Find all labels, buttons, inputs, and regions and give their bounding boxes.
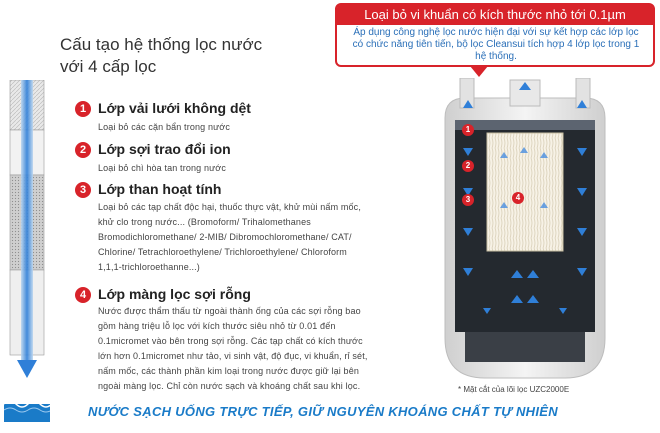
flow-arrow xyxy=(511,270,523,278)
layer-1-number-badge: 1 xyxy=(75,101,91,117)
page-headline: Cấu tạo hệ thống lọc nước với 4 cấp lọc xyxy=(60,34,340,78)
layer-3-desc-line: Bromodichloromethane/ 2-MIB/ Dibromochlo… xyxy=(98,232,352,242)
cartridge-marker-1: 1 xyxy=(462,124,474,136)
layer-3-number-badge: 3 xyxy=(75,182,91,198)
layer-4-desc-line: Nước được thẩm thấu từ ngoài thành ống c… xyxy=(98,306,361,316)
ion-fiber-band xyxy=(455,120,595,130)
footer-slogan: NƯỚC SẠCH UỐNG TRỰC TIẾP, GIỮ NGUYÊN KHO… xyxy=(88,404,558,419)
layer-4-desc-line: lớn hơn 0.1micromet như tảo, vi sinh vật… xyxy=(98,351,368,361)
flow-arrow xyxy=(463,228,473,236)
flow-arrow xyxy=(540,202,548,208)
layer-3-desc-line: 1,1,1-trichloroethanne...) xyxy=(98,262,200,272)
layer-3-description: Loại bỏ các tạp chất độc hại, thuốc thực… xyxy=(98,200,448,275)
layer-3-desc-line: Loại bỏ các tạp chất độc hại, thuốc thực… xyxy=(98,202,361,212)
layer-3-desc-line: khử clo trong nước... (Bromoform/ Trihal… xyxy=(98,217,311,227)
callout-title: Loại bỏ vi khuẩn có kích thước nhỏ tới 0… xyxy=(337,5,653,25)
layer-3-desc-line: Chlorine/ Tetrachloroethylene/ Trichloro… xyxy=(98,247,347,257)
layer-3-title: Lớp than hoạt tính xyxy=(98,181,222,197)
layer-2-title: Lớp sợi trao đổi ion xyxy=(98,141,231,157)
water-wave-icon xyxy=(4,400,50,422)
flow-arrow xyxy=(577,268,587,276)
cartridge-marker-2: 2 xyxy=(462,160,474,172)
headline-line-1: Cấu tạo hệ thống lọc nước xyxy=(60,35,263,54)
layer-4-title: Lớp màng lọc sợi rỗng xyxy=(98,286,251,302)
flow-arrow xyxy=(463,100,473,108)
layer-1-title: Lớp vải lưới không dệt xyxy=(98,100,251,116)
layer-2-description: Loại bỏ chì hòa tan trong nước xyxy=(98,161,226,176)
cartridge-cross-section xyxy=(444,78,606,379)
callout-body: Áp dụng công nghệ lọc nước hiện đại với … xyxy=(352,27,640,62)
flow-arrow xyxy=(463,268,473,276)
flow-arrow xyxy=(511,295,523,303)
flow-arrow xyxy=(577,100,587,108)
core-flow-arrows xyxy=(500,147,548,208)
layer-4-description: Nước được thẩm thấu từ ngoài thành ống c… xyxy=(98,304,448,394)
layer-1-description: Loại bỏ các cặn bẩn trong nước xyxy=(98,120,230,135)
cartridge-marker-3: 3 xyxy=(462,194,474,206)
layer-2-number-badge: 2 xyxy=(75,142,91,158)
cartridge-footnote: * Mặt cắt của lõi lọc UZC2000E xyxy=(458,385,570,394)
layer-2-desc-line: Loại bỏ chì hòa tan trong nước xyxy=(98,163,227,173)
column-flow-arrow xyxy=(17,360,37,378)
flow-arrow xyxy=(520,147,528,153)
flow-arrow xyxy=(540,152,548,158)
layer-4-desc-line: 0.1micromet vào bên trong sợi rỗng. Các … xyxy=(98,336,363,346)
flow-arrow xyxy=(527,295,539,303)
flow-arrow xyxy=(577,188,587,196)
flow-arrows xyxy=(463,82,587,314)
cartridge-nozzle xyxy=(509,79,541,107)
flow-arrow xyxy=(463,188,473,196)
flow-arrow xyxy=(577,148,587,156)
flow-arrow xyxy=(519,82,531,90)
headline-line-2: với 4 cấp lọc xyxy=(60,57,157,76)
layer-4-number-badge: 4 xyxy=(75,287,91,303)
callout-pointer xyxy=(470,66,488,77)
callout-box: Loại bỏ vi khuẩn có kích thước nhỏ tới 0… xyxy=(335,3,655,67)
filter-column-illustration xyxy=(9,80,45,378)
flow-arrow xyxy=(500,202,508,208)
flow-arrow xyxy=(483,308,491,314)
flow-arrow xyxy=(463,148,473,156)
cartridge-marker-4: 4 xyxy=(512,192,524,204)
flow-arrow xyxy=(527,270,539,278)
layer-4-desc-line: ngoài màng lọc. Chỉ còn nước sạch và kho… xyxy=(98,381,361,391)
flow-arrow xyxy=(500,152,508,158)
flow-arrow xyxy=(559,308,567,314)
cartridge-base xyxy=(465,332,585,362)
column-flow xyxy=(21,80,33,365)
layer-4-desc-line: gồm hàng triệu lỗ lọc với kích thước siê… xyxy=(98,321,336,331)
layer-4-desc-line: nấm mốc, các thành phần kim loại trong n… xyxy=(98,366,359,376)
layer-1-desc-line: Loại bỏ các cặn bẩn trong nước xyxy=(98,122,231,132)
flow-arrow xyxy=(577,228,587,236)
